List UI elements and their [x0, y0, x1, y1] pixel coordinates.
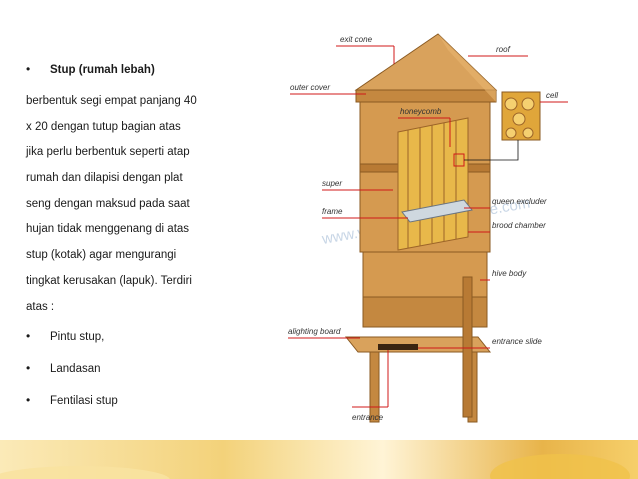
paragraph-line: x 20 dengan tutup bagian atas: [26, 120, 181, 133]
label-entrance-slide: entrance slide: [492, 337, 542, 346]
bullet-item-fentilasi: • Fentilasi stup: [26, 393, 261, 419]
entrance-slot: [378, 344, 418, 350]
bullet-text: Fentilasi stup: [50, 395, 118, 408]
label-cell: cell: [546, 91, 558, 100]
label-alighting-board: alighting board: [288, 327, 341, 336]
roof-shape: [354, 33, 498, 91]
bullet-symbol: •: [26, 393, 31, 408]
label-entrance: entrance: [352, 413, 384, 422]
label-roof: roof: [496, 45, 511, 54]
bullet-item-pintu: • Pintu stup,: [26, 329, 261, 355]
paragraph-line: stup (kotak) agar mengurangi: [26, 249, 177, 262]
bullet-item-landasan: • Landasan: [26, 361, 261, 387]
beehive-illustration: www.visualdictionaryonline.com: [288, 33, 568, 423]
description-paragraph: berbentuk segi empat panjang 40 x 20 den…: [26, 94, 261, 325]
paragraph-line: atas :: [26, 300, 55, 313]
hive-leg: [462, 276, 473, 418]
bullet-symbol: •: [26, 361, 31, 376]
paragraph-line: jika perlu berbentuk seperti atap: [26, 146, 190, 159]
honey-glow: [490, 454, 630, 479]
bullet-symbol: •: [26, 62, 31, 76]
label-super: super: [322, 179, 342, 188]
label-frame: frame: [322, 207, 343, 216]
queen-excluder-grid: [401, 199, 473, 223]
paragraph-line: tingkat kerusakan (lapuk). Terdiri: [26, 274, 192, 287]
paragraph-line: berbentuk segi empat panjang 40: [26, 95, 197, 107]
label-brood-chamber: brood chamber: [492, 221, 546, 230]
beehive-diagram: www.visualdictionaryonline.com: [228, 22, 608, 447]
bullet-text: Pintu stup,: [50, 331, 105, 344]
label-exit-cone: exit cone: [340, 35, 373, 44]
hive-leg: [369, 351, 380, 423]
paragraph-line: rumah dan dilapisi dengan plat: [26, 172, 183, 185]
slide-heading: Stup (rumah lebah): [50, 64, 155, 76]
label-outer-cover: outer cover: [290, 83, 330, 92]
bullet-text: Landasan: [50, 363, 101, 376]
heading-bullet: • Stup (rumah lebah): [26, 62, 261, 84]
decorative-footer-band: [0, 440, 638, 479]
label-honeycomb: honeycomb: [400, 107, 442, 116]
outer-cover-shape: [355, 89, 497, 103]
paragraph-line: hujan tidak menggenang di atas: [26, 223, 190, 236]
label-hive-body: hive body: [492, 269, 527, 278]
paragraph-line: seng dengan maksud pada saat: [26, 197, 190, 210]
bullet-symbol: •: [26, 329, 31, 344]
label-queen-excluder: queen excluder: [492, 197, 547, 206]
text-column: • Stup (rumah lebah) berbentuk segi empa…: [26, 62, 261, 419]
